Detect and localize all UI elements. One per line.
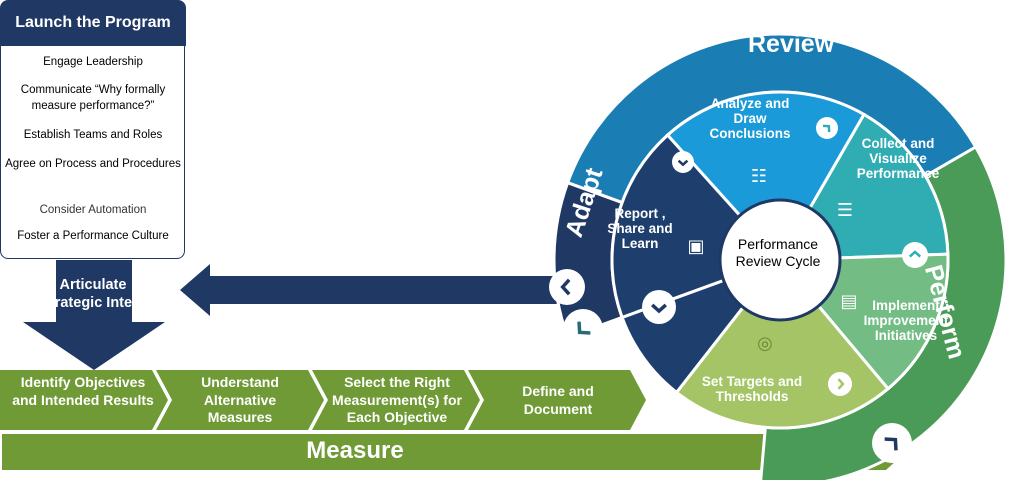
segment-targets-label: Set Targets and Thresholds	[701, 374, 803, 404]
segment-collect-label: Collect and Visualize Performance	[856, 136, 940, 181]
cycle-center-label: Performance Review Cycle	[735, 236, 821, 269]
launch-item-culture: Foster a Performance Culture	[17, 230, 169, 242]
step-understand-label: Understand Alternative Measures	[201, 374, 279, 425]
launch-item-teams: Establish Teams and Roles	[23, 129, 163, 141]
chevron-understand	[156, 370, 324, 430]
cycle-center-circle	[718, 198, 842, 322]
chevron-down-icon	[672, 151, 694, 173]
articulate-label: Articulate Strategic Intent	[40, 277, 146, 311]
chevron-down-icon	[642, 290, 676, 324]
chevron-left-icon	[549, 269, 585, 305]
performance-cycle-wheel: ☷ ☰ ▣ ▤ ◎	[549, 32, 1008, 480]
chevron-up-icon	[816, 117, 838, 139]
chevron-up-icon	[872, 423, 912, 463]
launch-item-process: Agree on Process and Procedures	[5, 158, 181, 170]
return-arrow	[180, 264, 558, 316]
launch-program-list: Engage Leadership Communicate “Why forma…	[0, 46, 185, 259]
chevron-down-icon	[563, 309, 603, 349]
articulate-down-arrow	[23, 260, 165, 370]
segment-analyze-label: Analyze and Draw Conclusions	[709, 96, 791, 141]
launch-item-communicate: Communicate “Why formally measure perfor…	[20, 84, 166, 112]
chevron-right-icon	[828, 372, 852, 396]
chevron-select	[312, 370, 480, 430]
segment-implement-label: Implement Improvement Initiatives	[863, 298, 949, 343]
board-icon: ▤	[840, 291, 857, 312]
step-define-label: Define and Document	[522, 383, 594, 417]
launch-item-automation: Consider Automation	[39, 204, 147, 216]
chevron-define	[468, 370, 646, 430]
measure-label: Measure	[306, 437, 404, 464]
segment-report-label: Report , Share and Learn	[607, 206, 673, 251]
presentation-icon: ▣	[687, 236, 704, 257]
checklist-icon: ☰	[837, 200, 853, 221]
launch-item-engage: Engage Leadership	[43, 56, 143, 68]
step-select-label: Select the Right Measurement(s) for Each…	[332, 374, 462, 425]
target-icon: ◎	[757, 333, 773, 354]
ring-label-review: Review	[748, 30, 835, 58]
chevron-up-icon	[902, 242, 928, 268]
step-identify-label: Identify Objectives and Intended Results	[12, 374, 154, 408]
launch-program-header: Launch the Program	[0, 0, 186, 46]
document-icon: ☷	[751, 166, 767, 187]
chevron-identify	[0, 370, 168, 430]
measure-bar	[2, 434, 906, 470]
step-chevrons	[0, 370, 646, 430]
